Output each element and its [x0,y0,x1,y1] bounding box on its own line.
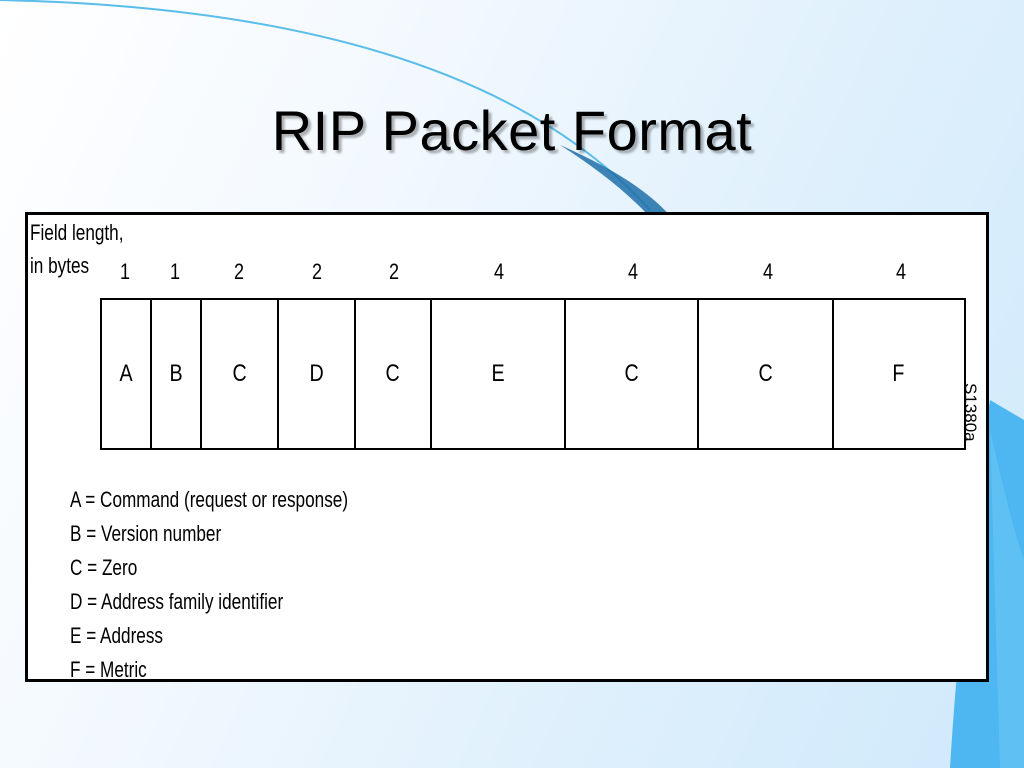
field-cell: E [432,300,566,448]
field-label: C [758,360,773,387]
field-cell: C [356,300,433,448]
legend-item: D = Address family identifier [70,589,284,614]
field-label: E [491,360,505,387]
field-length-value: 2 [388,259,399,284]
field-length-value: 2 [233,259,245,284]
field-length-caption: Field length, [30,220,124,245]
legend: A = Command (request or response) B = Ve… [70,483,426,687]
field-length-value: 4 [493,259,505,284]
field-label: C [386,360,401,387]
field-cell: A [102,300,152,448]
legend-item: C = Zero [70,555,138,580]
legend-item: E = Address [70,623,164,648]
field-cell: B [152,300,202,448]
field-label: B [169,360,183,387]
field-length-value: 1 [169,259,181,284]
field-cell: C [566,300,700,448]
in-bytes-caption: in bytes [30,253,90,278]
field-length-value: 4 [627,259,639,284]
field-cell: C [699,300,834,448]
field-cell: F [834,300,964,448]
legend-item: B = Version number [70,521,222,546]
field-length-value: 4 [762,259,773,284]
legend-item: A = Command (request or response) [70,487,349,512]
field-label: F [892,360,905,387]
field-cell: C [202,300,280,448]
field-length-value: 4 [895,259,906,284]
field-length-value: 2 [311,259,322,284]
field-cell: D [279,300,356,448]
field-label: C [232,360,247,387]
legend-item: F = Metric [70,657,147,682]
rip-packet-diagram: Field length, in bytes 1 1 2 2 2 4 4 4 4 A B C D C E C… [25,212,989,682]
field-label: D [309,360,324,387]
field-label: A [119,360,133,387]
slide-title: RIP Packet Format [271,99,753,162]
field-length-value: 1 [119,259,131,284]
field-label: C [624,360,639,387]
figure-id: S1380a [961,383,980,442]
